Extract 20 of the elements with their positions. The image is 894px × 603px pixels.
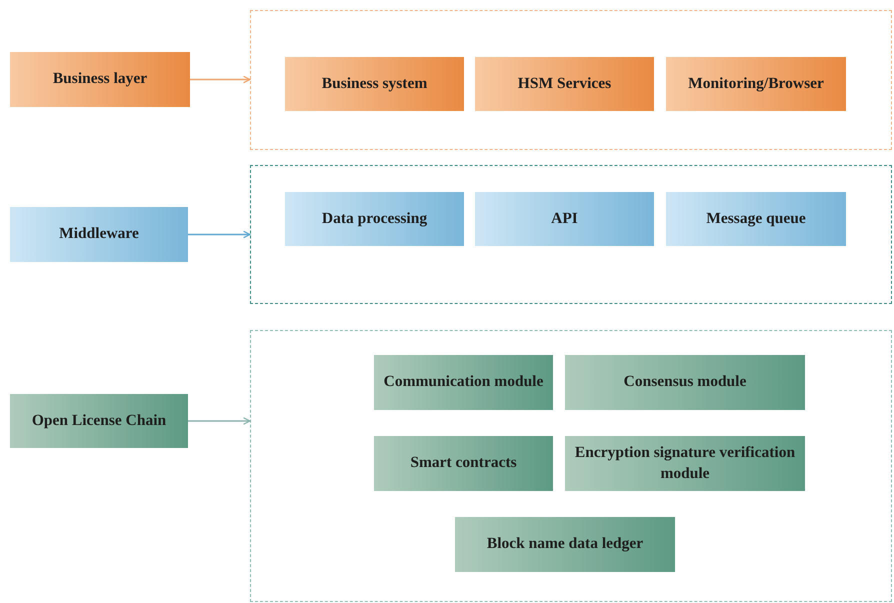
- dashed-group-frame: [250, 330, 892, 602]
- layer-box: Monitoring/Browser: [666, 57, 846, 111]
- arrow: [188, 230, 251, 238]
- layer-box: Data processing: [285, 192, 464, 246]
- layer-box: HSM Services: [475, 57, 654, 111]
- layer-box: Encryption signature verification module: [565, 436, 805, 491]
- layer-box: Smart contracts: [374, 436, 553, 491]
- layer-box: Communication module: [374, 355, 553, 410]
- layer-box: Block name data ledger: [455, 517, 675, 572]
- layer-box: Business layer: [10, 52, 190, 107]
- layer-box: Message queue: [666, 192, 846, 246]
- dashed-group-frame: [250, 165, 892, 304]
- layer-box: Middleware: [10, 207, 188, 262]
- layer-box: Consensus module: [565, 355, 805, 410]
- layer-box: Open License Chain: [10, 394, 188, 448]
- layer-box: Business system: [285, 57, 464, 111]
- layer-box: API: [475, 192, 654, 246]
- arrow: [190, 76, 251, 84]
- arrow: [188, 417, 251, 425]
- dashed-group-frame: [250, 10, 892, 150]
